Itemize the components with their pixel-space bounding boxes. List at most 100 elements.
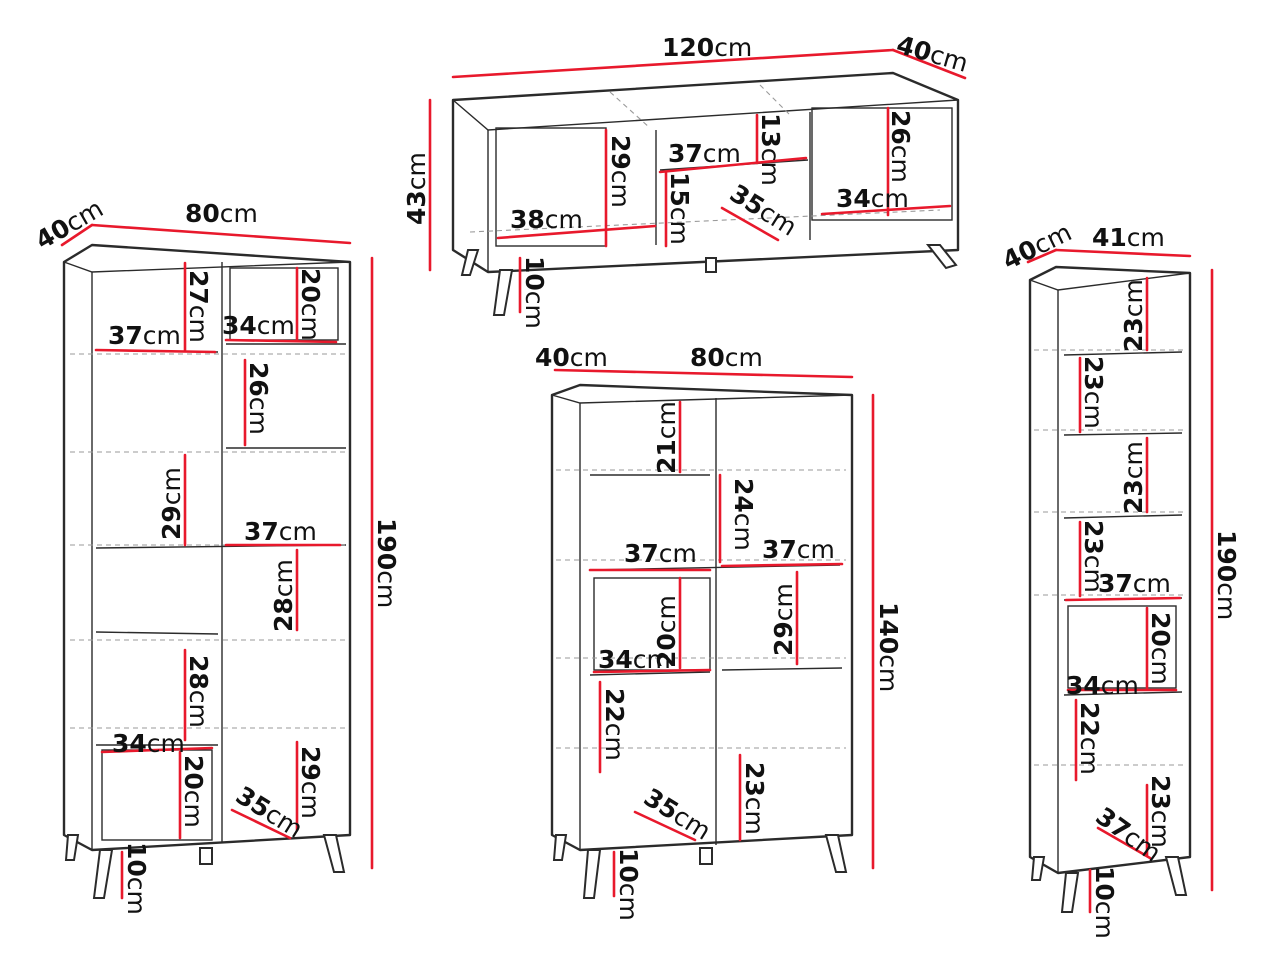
mid-shelf-dim-line <box>720 562 844 568</box>
mid-cabinet-leg <box>699 847 713 865</box>
tall-shelf-label: 34cm <box>112 729 185 758</box>
mid-shelf-dim-line <box>592 668 712 674</box>
mid-width-label: 80cm <box>690 343 763 372</box>
narrow-cabinet-shelf <box>1063 351 1183 356</box>
tv-width-label: 120cm <box>662 33 752 62</box>
narrow-cabinet-shelf <box>1063 514 1183 519</box>
tall-compartment-label: 28cm <box>184 655 213 728</box>
tall-cabinet-leg <box>199 847 213 865</box>
mid-cabinet-shelf <box>589 671 711 676</box>
tall-shelf-label: 37cm <box>108 321 181 350</box>
mid-compartment-label: 23cm <box>740 762 769 835</box>
tv-compartment-label: 15cm <box>665 172 694 245</box>
mid-depth-label: 40cm <box>535 343 608 372</box>
narrow-cabinet-leg <box>1164 856 1188 896</box>
tall-compartment-label: 20cm <box>296 268 325 341</box>
mid-compartment-label: 20cm <box>652 595 681 668</box>
tall-shelf-dim-line <box>224 338 338 344</box>
narrow-width-dim-line <box>1054 248 1192 258</box>
mid-compartment-label: 21cm <box>652 401 681 474</box>
narrow-cabinet-leg <box>1030 856 1046 881</box>
tv-unit-hidden-line <box>759 84 791 116</box>
mid-shelf-label: 35cm <box>639 782 716 845</box>
narrow-cabinet-top-edge <box>1029 272 1191 291</box>
tall-cabinet-leg <box>64 834 80 861</box>
tall-width-label: 80cm <box>185 199 258 228</box>
narrow-compartment-label: 23cm <box>1079 520 1108 593</box>
narrow-cabinet-drawer <box>1067 605 1177 689</box>
mid-shelf-label: 37cm <box>762 535 835 564</box>
mid-shelf-label: 37cm <box>624 539 697 568</box>
tall-shelf-label: 37cm <box>244 517 317 546</box>
narrow-cabinet-leg <box>1060 872 1080 913</box>
narrow-shelf-label: 37cm <box>1098 569 1171 598</box>
mid-cabinet-leg <box>552 834 568 861</box>
tall-compartment-label: 20cm <box>179 755 208 828</box>
tv-unit-body <box>451 71 960 274</box>
tv-unit: 120cm 40cm 43cm 29cm 13cm 15cm 26cm 38cm… <box>402 30 971 329</box>
narrow-compartment-label: 22cm <box>1075 702 1104 775</box>
narrow-depth-dim-line <box>1026 248 1058 264</box>
tall-depth-dim-line <box>60 223 94 247</box>
tv-unit-leg <box>492 269 514 316</box>
tv-unit-hidden-line <box>609 91 651 129</box>
narrow-compartment-label: 20cm <box>1146 612 1175 685</box>
tall-cabinet-leg <box>322 834 346 873</box>
tv-unit-leg <box>460 249 480 276</box>
tall-compartment-label: 28cm <box>269 559 298 632</box>
tv-unit-leg <box>925 244 958 270</box>
narrow-compartment-label: 23cm <box>1079 356 1108 429</box>
mid-leg-label: 10cm <box>614 848 643 921</box>
mid-cabinet: 80cm 40cm 140cm 21cm 24cm 20cm 29cm 22cm… <box>535 343 903 921</box>
tall-compartment-label: 27cm <box>184 270 213 343</box>
tall-shelf-dim-line <box>230 808 292 840</box>
mid-shelf-dim-line <box>633 810 697 842</box>
tv-height-label: 43cm <box>402 152 431 225</box>
mid-cabinet-leg <box>824 834 848 873</box>
tv-shelf-dim-line <box>658 156 808 174</box>
tv-compartment-label: 13cm <box>756 113 785 186</box>
mid-cabinet-leg <box>582 849 602 899</box>
mid-shelf-label: 34cm <box>598 645 671 674</box>
tv-shelf-label: 34cm <box>836 184 909 213</box>
mid-cabinet-top-edge <box>551 394 853 404</box>
narrow-compartment-label: 23cm <box>1119 441 1148 514</box>
tall-cabinet-body <box>62 243 352 852</box>
mid-width-dim-line <box>553 368 854 379</box>
tv-depth-dim-line <box>891 48 967 80</box>
narrow-shelf-dim-line <box>1064 596 1182 602</box>
tv-shelf-dim-line <box>496 224 657 240</box>
tall-shelf-dim-line <box>94 348 217 354</box>
tall-compartment-label: 29cm <box>296 746 325 819</box>
tv-shelf-dim-line <box>720 206 780 242</box>
tall-cabinet-shelf <box>95 631 219 635</box>
tall-height-label: 190cm <box>372 518 401 608</box>
tall-width-dim-line <box>90 223 352 245</box>
mid-height-label: 140cm <box>874 602 903 692</box>
mid-cabinet-body <box>550 383 854 852</box>
mid-compartment-label: 22cm <box>600 688 629 761</box>
tv-leg-label: 10cm <box>520 256 549 329</box>
tv-depth-label: 40cm <box>893 30 971 78</box>
tv-width-dim-line <box>451 48 895 79</box>
tv-compartment-label: 26cm <box>886 110 915 183</box>
tall-cabinet-leg <box>92 849 114 899</box>
narrow-cabinet-shelf <box>1063 691 1183 696</box>
tv-unit-leg <box>705 257 717 273</box>
narrow-width-label: 41cm <box>1092 223 1165 252</box>
mid-compartment-label: 29cm <box>769 583 798 656</box>
narrow-compartment-label: 23cm <box>1146 775 1175 848</box>
mid-cabinet-shelf <box>721 667 843 671</box>
tv-shelf-dim-line <box>820 204 952 216</box>
narrow-cabinet: 41cm 40cm 190cm 23cm 23cm 23cm 23cm 20cm… <box>998 217 1241 939</box>
tall-shelf-label: 34cm <box>222 311 295 340</box>
tall-cabinet: 80cm 40cm 190cm 27cm 20cm 26cm 29cm 28cm… <box>31 194 402 915</box>
tv-unit-top-edge <box>452 99 959 131</box>
tall-shelf-dim-line <box>100 746 214 754</box>
tall-leg-label: 10cm <box>122 842 151 915</box>
narrow-height-label: 190cm <box>1212 530 1241 620</box>
tall-compartment-label: 29cm <box>157 467 186 540</box>
narrow-shelf-label: 34cm <box>1066 671 1139 700</box>
